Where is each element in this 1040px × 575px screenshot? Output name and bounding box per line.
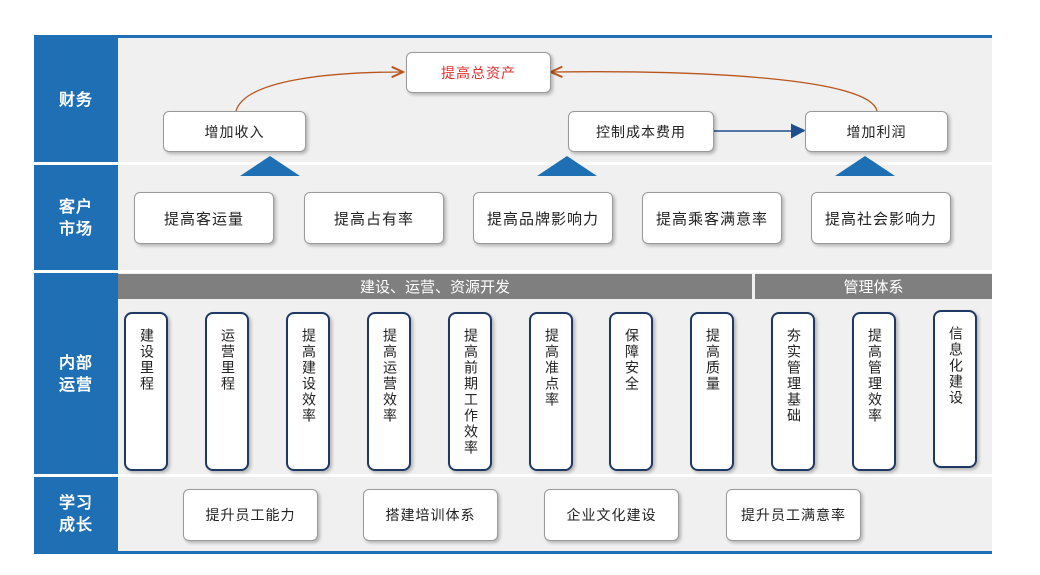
row-separator (34, 474, 992, 477)
customer-goal: 提高占有率 (304, 192, 444, 244)
customer-goal: 提高乘客满意率 (642, 192, 782, 244)
goal-increase-profit: 增加利润 (805, 111, 948, 152)
arc-income-to-assets (235, 72, 402, 112)
support-triangle (835, 156, 895, 176)
learning-goal: 企业文化建设 (544, 489, 679, 541)
internal-goal: 夯实管理基础 (771, 312, 815, 471)
customer-goal: 提高客运量 (134, 192, 274, 244)
learning-goal: 提升员工满意率 (726, 489, 861, 541)
goal-increase-total-assets: 提高总资产 (406, 52, 551, 93)
row-label-customer: 客户 市场 (34, 165, 118, 270)
internal-goal: 提高管理效率 (852, 312, 896, 471)
internal-goal: 提高准点率 (529, 312, 573, 471)
customer-goal: 提高品牌影响力 (473, 192, 613, 244)
row-label-internal: 内部 运营 (34, 273, 118, 474)
row-label-learning: 学习 成长 (34, 477, 118, 551)
internal-goal: 提高建设效率 (286, 312, 330, 471)
goal-control-costs: 控制成本费用 (568, 111, 714, 152)
learning-goal: 搭建培训体系 (363, 489, 498, 541)
internal-goal: 运营里程 (205, 312, 249, 471)
internal-goal: 提高质量 (690, 312, 734, 471)
support-triangle (240, 156, 300, 176)
internal-goal: 提高前期工作效率 (448, 312, 492, 471)
learning-goal: 提升员工能力 (183, 489, 318, 541)
frame-top-border (34, 35, 992, 38)
goal-increase-income: 增加收入 (163, 111, 306, 152)
group-header-management: 管理体系 (755, 274, 992, 299)
group-header-construction: 建设、运营、资源开发 (118, 274, 752, 299)
frame-bottom-border (34, 551, 992, 554)
internal-goal: 提高运营效率 (367, 312, 411, 471)
internal-goal: 信息化建设 (933, 310, 977, 468)
arc-profit-to-assets (552, 72, 878, 112)
customer-goal: 提高社会影响力 (811, 192, 951, 244)
internal-goal: 保障安全 (609, 312, 653, 471)
support-triangle (537, 156, 597, 176)
row-label-finance: 财务 (34, 38, 118, 162)
row-separator (34, 162, 992, 165)
internal-goal: 建设里程 (124, 312, 168, 471)
row-separator (34, 270, 992, 273)
